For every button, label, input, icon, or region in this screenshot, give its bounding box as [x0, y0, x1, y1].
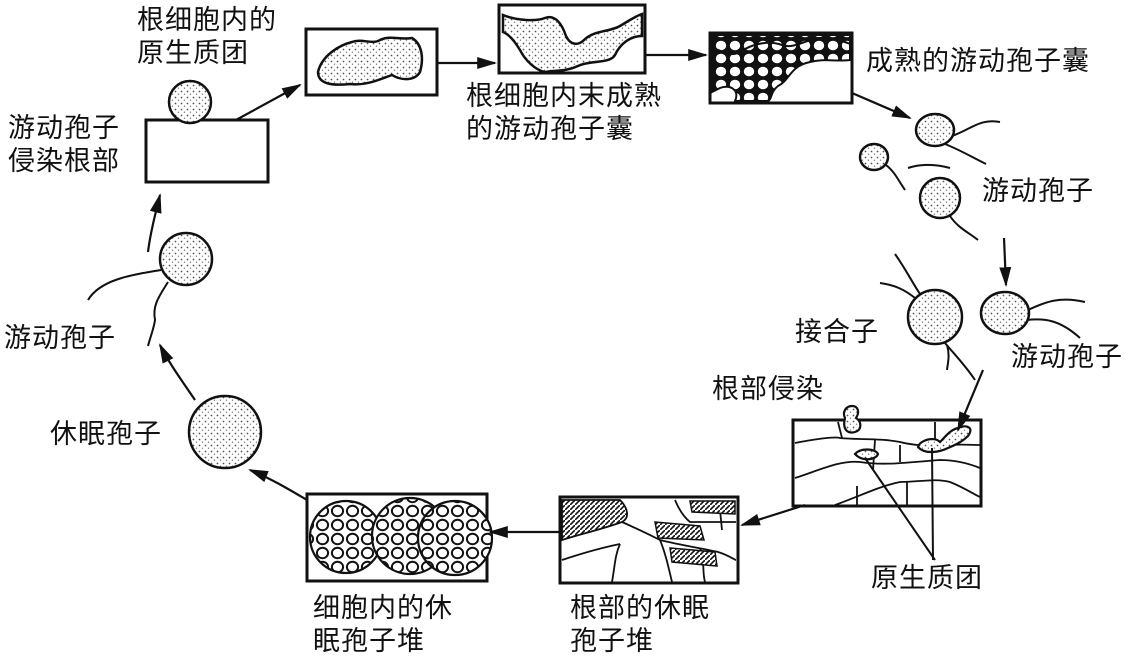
mature-zoosporangium-figure	[708, 31, 854, 105]
label-resting-spores-in-cell: 细胞内的休 眠孢子堆	[313, 593, 453, 657]
plasmodium-figure	[304, 27, 439, 97]
arrow-infect-to-plasmodium	[235, 84, 302, 121]
zoospore-figure-2	[979, 290, 1086, 339]
arrow-zoospores-to-zoospore	[999, 237, 1012, 287]
zoospore-figure-3	[87, 231, 214, 347]
label-resting-spore: 休眠孢子	[50, 419, 162, 450]
label-zoospore-infects-root: 游动孢子 侵染根部	[8, 113, 120, 177]
resting-spores-in-root-figure	[558, 495, 740, 585]
arrow-zoospore-to-infect	[146, 193, 162, 253]
root-infection-figure	[791, 404, 983, 561]
immature-zoosporangium-figure	[497, 3, 647, 75]
label-zoospores-1: 游动孢子	[982, 176, 1094, 207]
label-zoospores-2: 游动孢子	[1011, 342, 1123, 373]
label-plasmodium-in-root-cell: 根细胞内的 原生质团	[137, 5, 277, 69]
arrow-infection-to-resting-root	[740, 503, 806, 527]
cycle-arrows	[146, 49, 1012, 538]
label-immature-zoosporangium: 根细胞内末成熟 的游动孢子囊	[466, 81, 662, 145]
label-root-infection: 根部侵染	[712, 374, 824, 405]
resting-spores-in-cell-figure	[305, 492, 494, 583]
arrow-cell-to-resting-spore	[248, 468, 308, 501]
label-zygote: 接合子	[795, 317, 879, 348]
zygote-figure	[879, 253, 976, 381]
label-zoospore-germinated: 游动孢子	[4, 323, 116, 354]
label-mature-zoosporangium: 成熟的游动孢子囊	[866, 46, 1090, 77]
label-resting-spores-in-root: 根部的休眠 孢子堆	[570, 593, 710, 657]
resting-spore-figure	[187, 394, 263, 470]
label-plasmodium: 原生质团	[871, 563, 983, 594]
zoospore-infects-root-figure	[144, 79, 270, 184]
arrow-mature-to-zoospores	[851, 91, 912, 120]
arrow-to-root-infection	[956, 369, 985, 432]
arrow-resting-to-zoospore	[159, 343, 196, 401]
zoospores-figure-1	[858, 112, 1001, 241]
